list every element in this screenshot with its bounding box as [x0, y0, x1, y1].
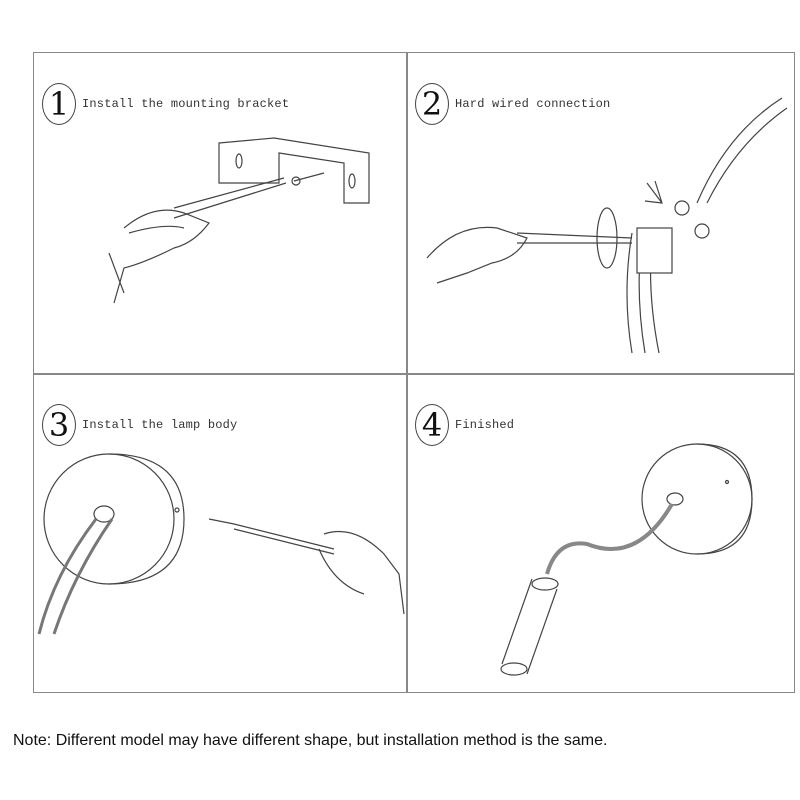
- installation-diagram-grid: 1 Install the mounting bracket 2 Hard wire…: [33, 52, 795, 693]
- mounting-bracket-illustration: [108, 137, 370, 304]
- finished-lamp-illustration: [500, 443, 753, 676]
- step-label: Hard wired connection: [455, 97, 611, 111]
- installation-note: Note: Different model may have different…: [13, 732, 608, 749]
- lamp-body-illustration: [37, 453, 405, 635]
- step-label: Install the mounting bracket: [82, 97, 290, 111]
- step-4-panel: 4 Finished: [407, 374, 779, 694]
- divider: [34, 373, 794, 375]
- step-1-panel: 1 Install the mounting bracket: [34, 53, 406, 373]
- step-number: 2: [415, 83, 449, 125]
- step-number: 3: [42, 404, 76, 446]
- step-2-panel: 2 Hard wired connection: [407, 53, 788, 373]
- divider: [406, 53, 408, 692]
- wiring-illustration: [426, 97, 788, 354]
- step-number: 1: [42, 83, 76, 125]
- step-number: 4: [415, 404, 449, 446]
- step-label: Install the lamp body: [82, 418, 238, 432]
- step-label: Finished: [455, 418, 515, 432]
- step-3-panel: 3 Install the lamp body: [34, 374, 406, 694]
